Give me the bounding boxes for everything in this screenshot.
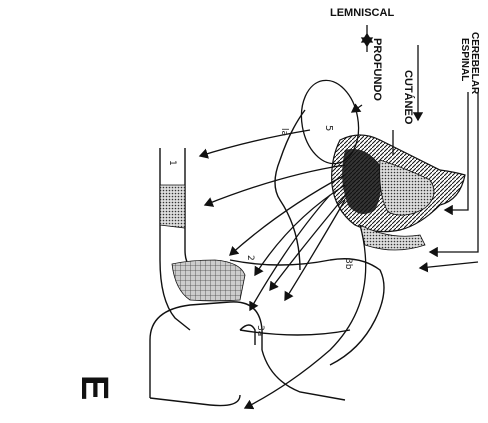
label-espinal: ESPINAL (459, 38, 470, 81)
mark-3a: 3a (255, 325, 265, 336)
label-lemniscal: LEMNISCAL (330, 7, 394, 19)
area-3b-patch (160, 185, 185, 228)
mark-2: 2 (245, 255, 255, 261)
label-cutaneo: CUTÁNEO (402, 70, 415, 125)
mark-5: 5 (323, 125, 334, 131)
mark-1: 1 (167, 160, 177, 166)
label-cerebelar: CEREBELAR (469, 32, 480, 95)
panel-letter: E (73, 375, 115, 400)
mark-la: la (279, 128, 289, 136)
mark-3b: 3b (343, 258, 353, 270)
area-3a-patch (172, 260, 245, 301)
label-profundo: PROFUNDO (371, 38, 383, 101)
